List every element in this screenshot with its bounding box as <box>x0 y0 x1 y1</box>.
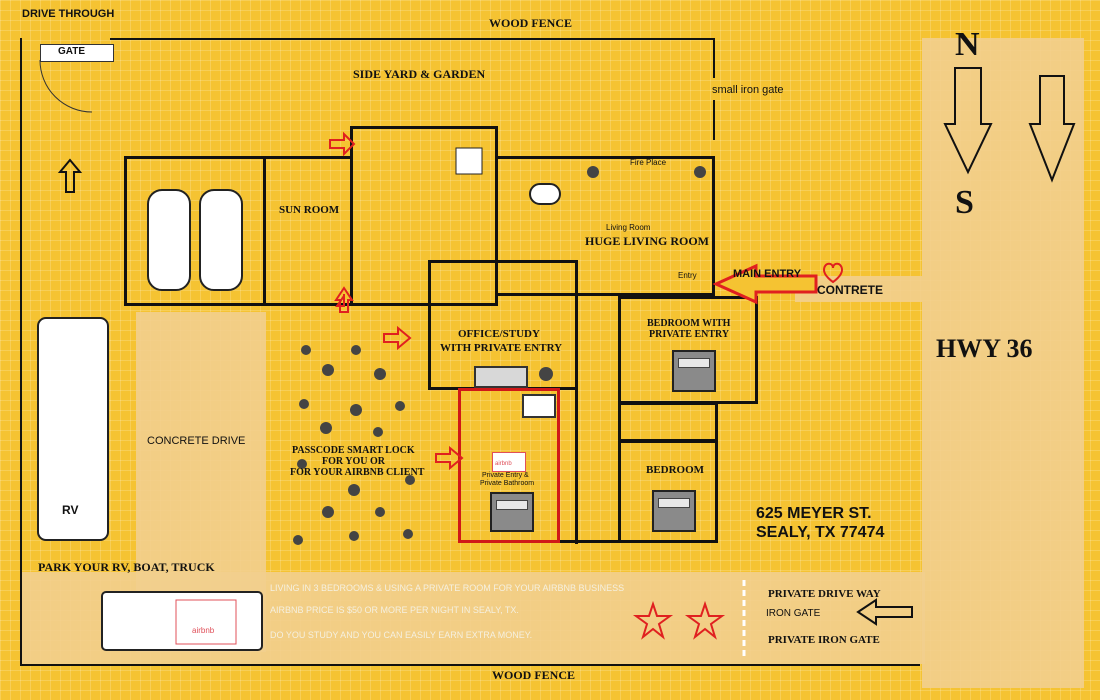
wood-fence-bottom-label: WOOD FENCE <box>492 668 576 682</box>
bathtub <box>522 394 556 418</box>
private-entry-label-2: Private Bathroom <box>480 480 535 487</box>
fire-place-label: Fire Place <box>630 158 667 167</box>
fence-left <box>20 38 22 664</box>
airbnb-room <box>458 388 560 543</box>
arrow-kitchen-icon <box>334 286 354 313</box>
bed-airbnb <box>490 492 534 532</box>
south-label: S <box>955 184 974 221</box>
arrow-sunroom-icon <box>329 131 356 157</box>
huge-living-room-label: HUGE LIVING ROOM <box>585 234 710 248</box>
fence-top <box>110 38 715 40</box>
airbnb-badge <box>492 452 526 472</box>
dining-table-icon <box>455 147 483 175</box>
star-icon-1 <box>632 600 674 640</box>
private-drive-way-label: PRIVATE DRIVE WAY <box>768 588 881 600</box>
passcode-label-1: PASSCODE SMART LOCK <box>292 445 415 456</box>
iron-gate-label: IRON GATE <box>766 608 821 619</box>
coffee-table-icon <box>529 183 561 205</box>
arrow-up-small-icon <box>335 294 345 307</box>
hwy-label: HWY 36 <box>936 334 1033 363</box>
office-label-1: OFFICE/STUDY <box>458 328 540 340</box>
side-yard-label: SIDE YARD & GARDEN <box>353 67 486 81</box>
fence-right-upper <box>713 38 715 78</box>
truck-airbnb-panel <box>175 599 237 645</box>
bedroom-room <box>618 440 718 543</box>
office-label-2: WITH PRIVATE ENTRY <box>440 342 563 354</box>
bedroom-label: BEDROOM <box>646 464 705 476</box>
wood-fence-top-label: WOOD FENCE <box>489 16 573 30</box>
park-label: PARK YOUR RV, BOAT, TRUCK <box>38 560 215 574</box>
house-bottom-wall <box>560 540 620 543</box>
gate-label[interactable]: GATE <box>58 46 86 57</box>
arrow-airbnb-icon <box>435 445 464 471</box>
airbnb-badge-text: airbnb <box>495 461 512 467</box>
entry-label: Entry <box>678 271 697 280</box>
fence-bottom <box>20 664 920 666</box>
bedroom-private-label-2: PRIVATE ENTRY <box>649 329 730 340</box>
private-entry-label-1: Private Entry & <box>482 472 529 479</box>
small-iron-gate-label: small iron gate <box>712 84 784 96</box>
living-room <box>495 156 715 296</box>
main-entry-label[interactable]: MAIN ENTRY <box>733 268 802 280</box>
car-icon-2 <box>199 189 243 291</box>
north-label: N <box>955 26 980 63</box>
rv-icon <box>37 317 109 541</box>
passcode-label-2: FOR YOU OR <box>322 456 385 467</box>
drive-through-label: DRIVE THROUGH <box>22 8 115 20</box>
concrete-drive-label: CONCRETE DRIVE <box>147 435 246 447</box>
private-gate-arrow-icon <box>856 598 913 626</box>
living-room-small-label: Living Room <box>606 223 651 232</box>
car-icon-1 <box>147 189 191 291</box>
compass-arrow-icon-1 <box>943 67 993 175</box>
address-line-1: 625 MEYER ST. <box>756 505 872 522</box>
info-line-1: LIVING IN 3 BEDROOMS & USING A PRIVATE R… <box>270 583 625 593</box>
private-iron-gate-label: PRIVATE IRON GATE <box>768 634 880 646</box>
rv-label: RV <box>62 503 79 517</box>
fence-right-mid <box>713 100 715 140</box>
arrow-office-icon <box>383 325 412 351</box>
office-sofa <box>474 366 528 388</box>
concrete-label: CONTRETE <box>817 283 883 297</box>
up-arrow-icon <box>57 158 83 193</box>
hwy-strip <box>922 38 1084 688</box>
sun-room-label: SUN ROOM <box>279 204 340 216</box>
truck-airbnb-label: airbnb <box>192 626 215 635</box>
bedroom-private-label-1: BEDROOM WITH <box>647 318 731 329</box>
compass-arrow-icon-2 <box>1028 75 1076 183</box>
gate-box[interactable] <box>40 44 114 62</box>
gate-swing-arc <box>39 59 93 113</box>
hall-wall <box>575 296 578 544</box>
info-line-2: AIRBNB PRICE IS $50 OR MORE PER NIGHT IN… <box>270 605 519 615</box>
address-line-2: SEALY, TX 77474 <box>756 524 885 541</box>
star-icon-2 <box>684 600 726 640</box>
bed-private-bedroom <box>672 350 716 392</box>
plant-icons <box>293 166 706 545</box>
bed-bedroom <box>652 490 696 532</box>
main-entry-arrow-icon <box>712 263 818 305</box>
heart-icon <box>822 262 844 284</box>
info-line-3: DO YOU STUDY AND YOU CAN EASILY EARN EXT… <box>270 630 533 640</box>
passcode-label-3: FOR YOUR AIRBNB CLIENT <box>290 467 425 478</box>
